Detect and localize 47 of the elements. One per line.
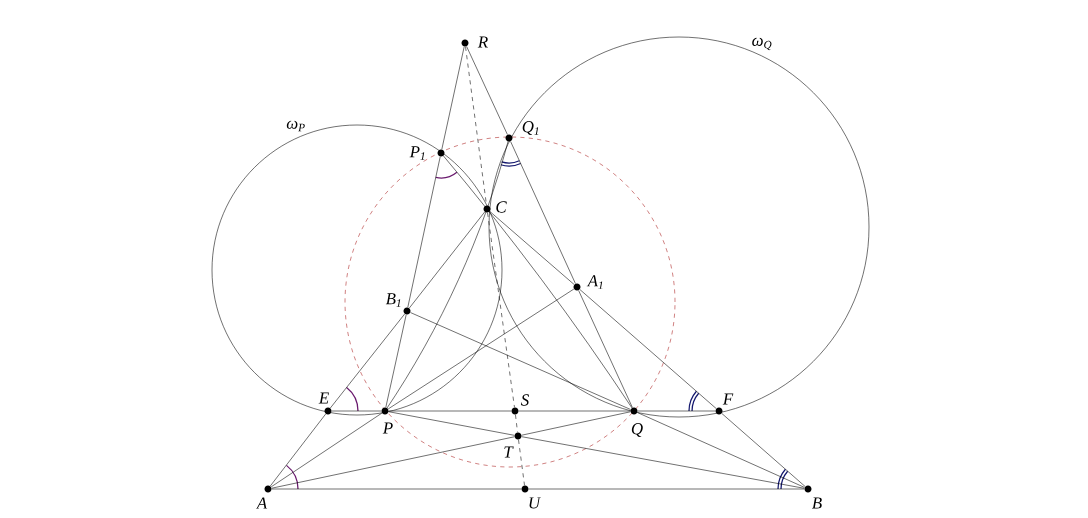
line — [441, 46, 465, 150]
point-label: S — [521, 394, 529, 406]
point-label: P$_{1}$ — [409, 146, 425, 160]
line — [407, 156, 441, 308]
line — [637, 412, 805, 488]
point-label: Q — [631, 423, 643, 437]
line — [515, 414, 518, 433]
point-label: T — [504, 446, 514, 458]
arc — [440, 152, 635, 412]
point-label: A — [255, 497, 268, 509]
line — [521, 411, 631, 436]
line — [579, 289, 717, 409]
line — [518, 439, 525, 486]
line — [271, 488, 522, 490]
line — [489, 211, 575, 285]
point-label: P — [382, 422, 393, 434]
point-label: B — [812, 497, 822, 509]
line — [518, 410, 631, 412]
line — [487, 212, 515, 408]
line — [410, 312, 631, 410]
line — [330, 313, 405, 409]
point-label: E — [318, 392, 329, 404]
point-label: C — [496, 201, 507, 213]
line — [510, 141, 576, 284]
line — [388, 410, 512, 412]
point-label: U — [529, 497, 541, 509]
point-label: R — [477, 36, 488, 48]
line — [388, 411, 515, 436]
line — [721, 413, 806, 487]
line — [270, 413, 326, 487]
point-label: B$_{1}$ — [385, 293, 401, 307]
line — [521, 436, 805, 489]
line — [385, 314, 407, 408]
circle-label: ω$_{P}$ — [286, 120, 305, 132]
point-label: F — [722, 393, 734, 405]
line — [387, 288, 575, 410]
point-label: A$_{1}$ — [586, 275, 603, 289]
circle-label: ω$_{Q}$ — [752, 37, 772, 51]
line — [466, 46, 508, 135]
line — [637, 410, 716, 412]
line — [578, 290, 633, 408]
line — [271, 436, 515, 489]
line — [270, 412, 383, 488]
point-label: Q$_{1}$ — [522, 121, 539, 135]
line — [409, 211, 485, 309]
line — [331, 410, 382, 412]
line — [528, 488, 805, 490]
